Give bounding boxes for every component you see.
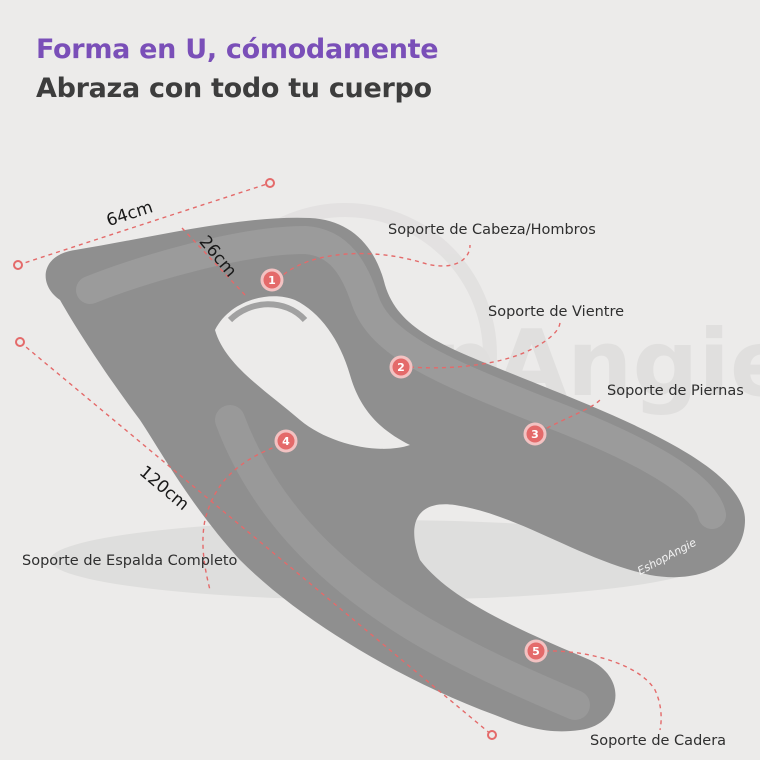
marker-4-number: 4 xyxy=(282,435,290,448)
marker-3-number: 3 xyxy=(531,428,539,441)
marker-1-number: 1 xyxy=(268,274,276,287)
leader-1 xyxy=(277,244,471,281)
headline-primary: Forma en U, cómodamente xyxy=(36,34,439,65)
callout-leaders xyxy=(202,244,662,731)
pillow-shape: EshopAngie xyxy=(45,217,745,732)
leader-2 xyxy=(409,321,561,369)
callout-label-legs: Soporte de Piernas xyxy=(607,383,744,399)
leader-4 xyxy=(202,444,281,591)
dimension-endpoints xyxy=(13,178,497,740)
callout-label-hip: Soporte de Cadera xyxy=(590,733,727,749)
marker-2-number: 2 xyxy=(397,361,405,374)
callout-label-back: Soporte de Espalda Completo xyxy=(22,553,238,569)
headline-secondary: Abraza con todo tu cuerpo xyxy=(36,73,432,104)
callout-label-head-shoulders: Soporte de Cabeza/Hombros xyxy=(388,222,596,238)
marker-5-number: 5 xyxy=(532,645,540,658)
marker-3: 3 xyxy=(523,422,547,446)
marker-2: 2 xyxy=(389,355,413,379)
leader-5 xyxy=(544,650,662,731)
dimension-lines xyxy=(17,182,493,736)
marker-5: 5 xyxy=(524,639,548,663)
length-dimension-line xyxy=(19,341,493,736)
callout-label-belly: Soporte de Vientre xyxy=(488,304,625,320)
marker-4: 4 xyxy=(274,429,298,453)
marker-1: 1 xyxy=(260,268,284,292)
